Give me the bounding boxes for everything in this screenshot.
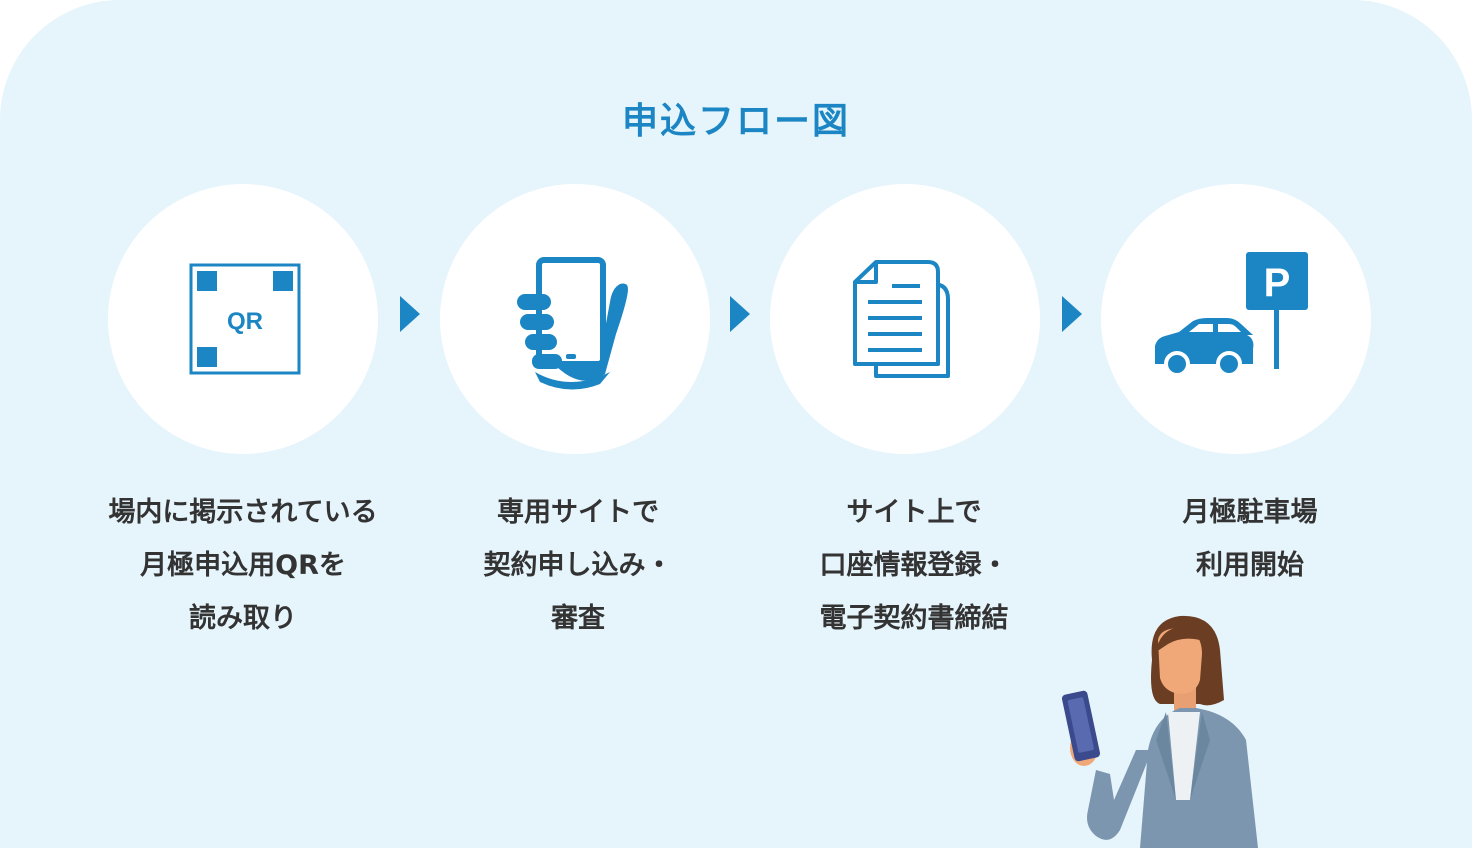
person-with-phone-illustration [1040,600,1280,848]
step-1-line-2: 月極申込用QRを [73,539,413,592]
step-4-text: 月極駐車場 利用開始 [1080,486,1420,592]
step-1-line-3: 読み取り [73,592,413,645]
qr-label: QR [227,308,263,335]
page-title: 申込フロー図 [0,92,1472,144]
parking-label: P [1264,261,1291,305]
step-4-line-1: 月極駐車場 [1080,486,1420,539]
parking-car-icon: P [1101,184,1371,454]
step-1-circle: QR [108,184,378,454]
step-3-circle [770,184,1040,454]
step-2-circle [440,184,710,454]
step-2-text: 専用サイトで 契約申し込み・ 審査 [408,486,748,645]
step-4-circle: P [1101,184,1371,454]
documents-icon [770,184,1040,454]
qr-code-icon: QR [108,184,378,454]
arrow-1-icon [400,296,420,332]
arrow-3-icon [1062,296,1082,332]
step-3-text: サイト上で 口座情報登録・ 電子契約書締結 [744,486,1084,645]
step-4-line-2: 利用開始 [1080,539,1420,592]
step-2-line-1: 専用サイトで [408,486,748,539]
step-3-line-3: 電子契約書締結 [744,592,1084,645]
arrow-2-icon [730,296,750,332]
step-2-line-2: 契約申し込み・ [408,539,748,592]
step-1-line-1: 場内に掲示されている [73,486,413,539]
step-3-line-2: 口座情報登録・ [744,539,1084,592]
step-1-text: 場内に掲示されている 月極申込用QRを 読み取り [73,486,413,645]
step-2-line-3: 審査 [408,592,748,645]
smartphone-hand-icon [440,184,710,454]
step-3-line-1: サイト上で [744,486,1084,539]
